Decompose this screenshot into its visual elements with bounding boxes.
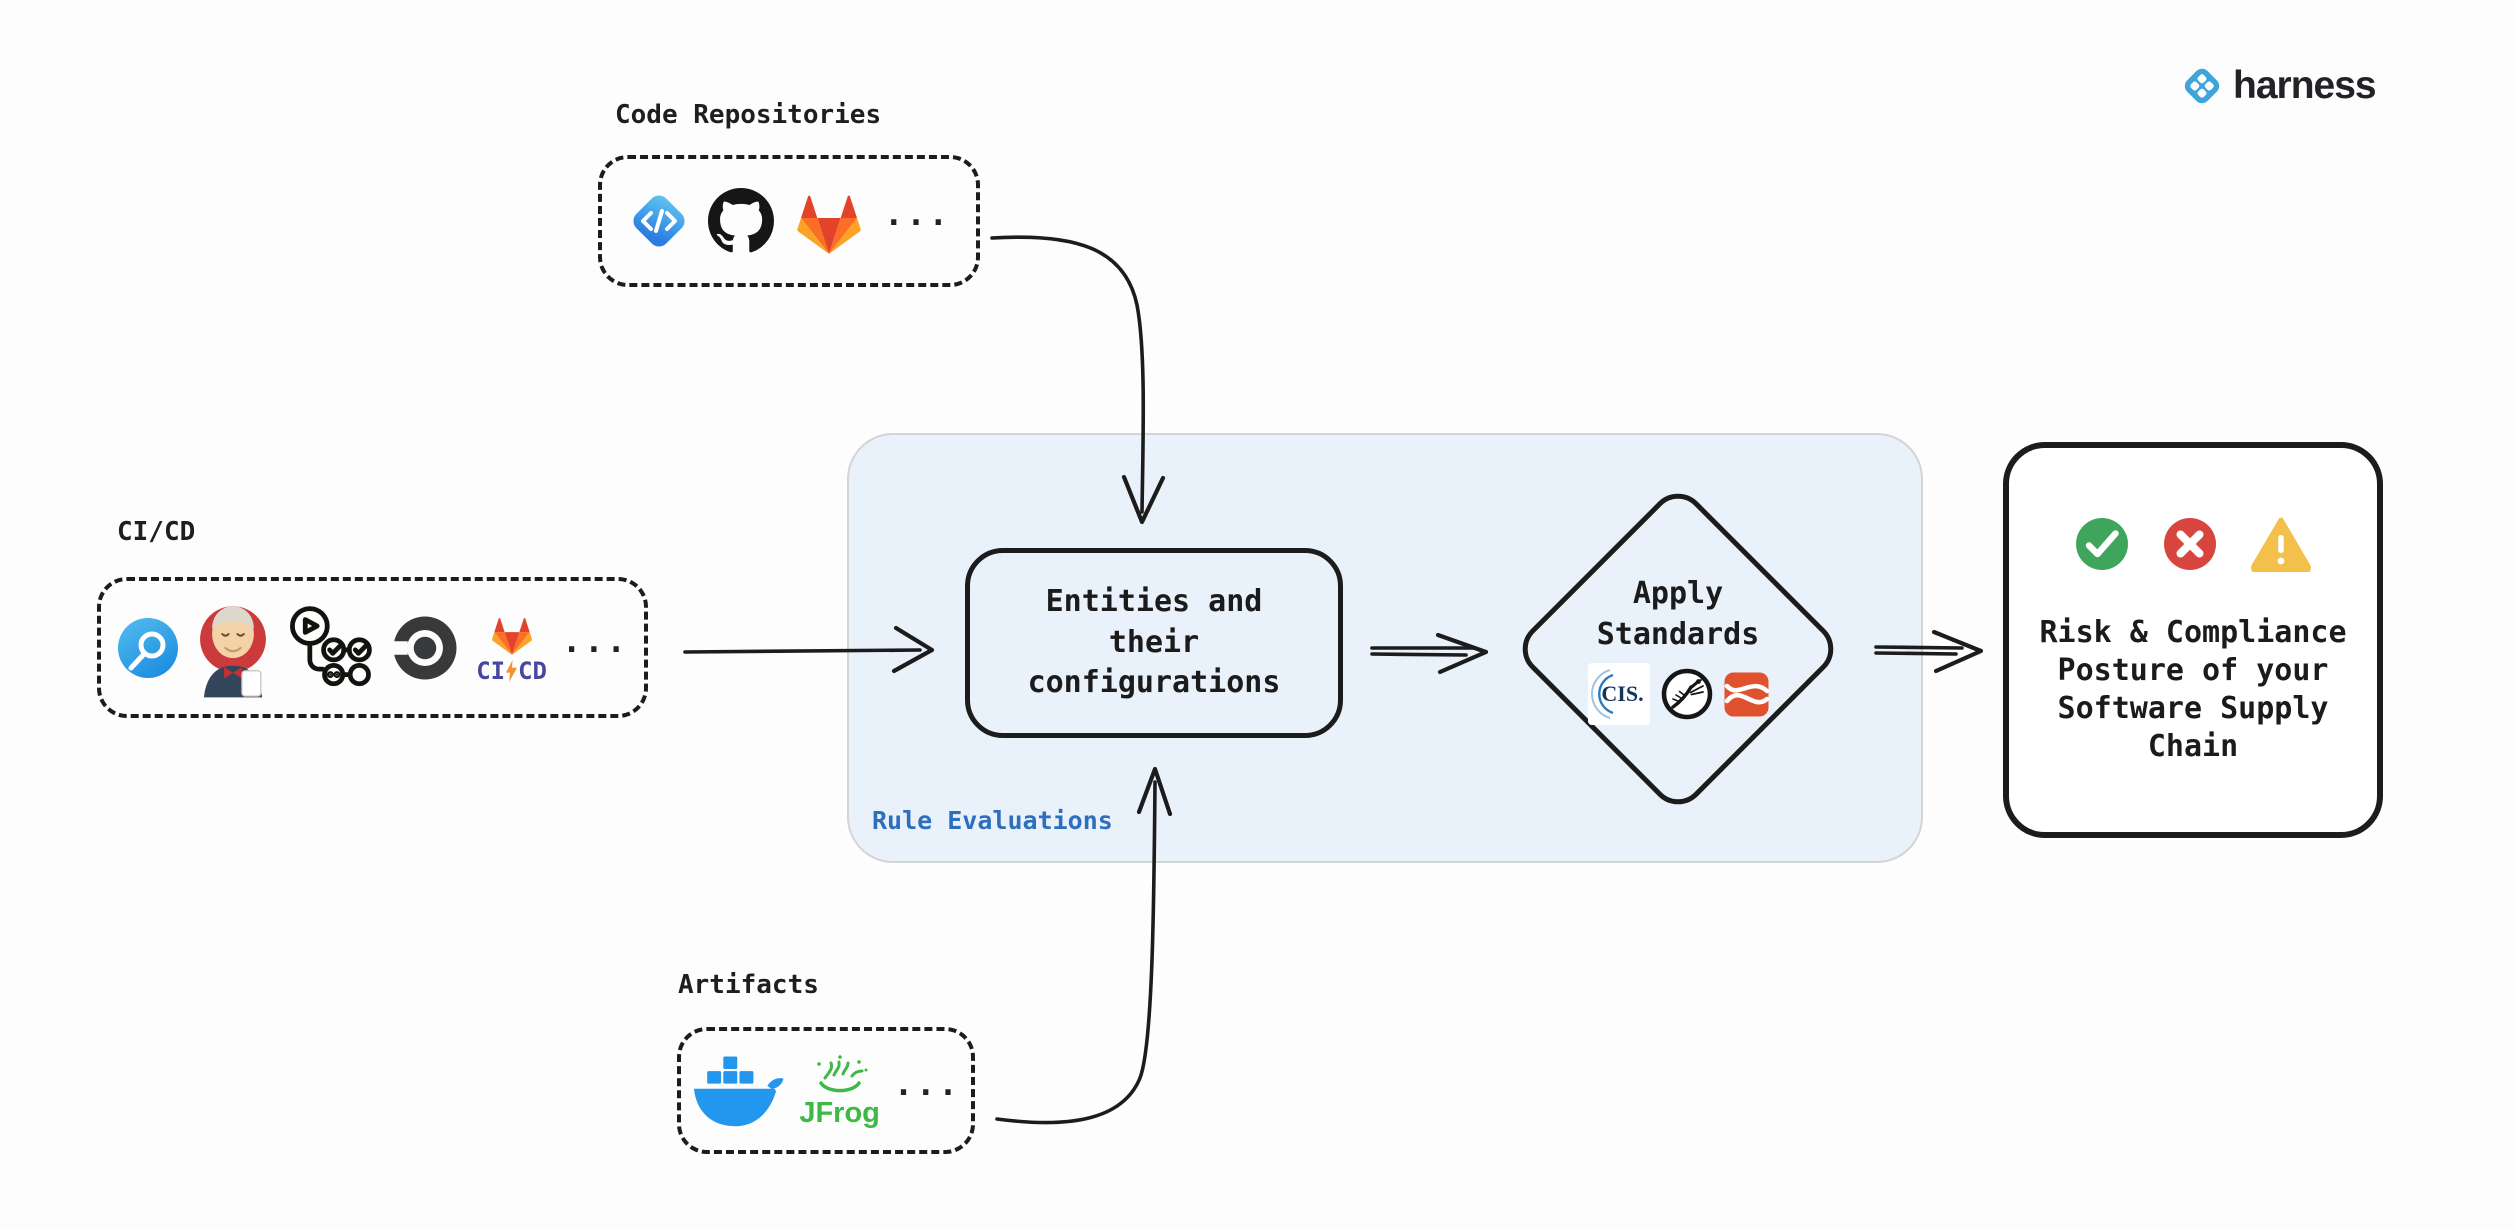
harness-wordmark: harness [2233,64,2377,107]
lightning-bolt-icon [506,660,518,682]
entities-text: Entities and their configurations [1027,584,1281,701]
check-circle-icon [2074,516,2130,572]
owasp-icon [1660,667,1714,721]
gitlab-cicd-icon: CI CD [476,612,547,683]
gitlab-ci-text: CI [476,657,506,685]
status-icons-row [2074,516,2312,572]
apply-standards-content: Apply Standards CIS. [1543,574,1813,725]
outcome-node: Risk & Compliance Posture of your Softwa… [2003,442,2383,838]
ellipsis: ... [884,195,951,233]
apply-standards-text: Apply Standards [1596,576,1760,652]
entities-node: Entities and their configurations [965,548,1343,738]
ellipsis: ... [562,621,629,660]
code-repositories-box: ... [598,155,980,287]
github-icon [708,188,775,254]
x-circle-icon [2162,516,2218,572]
outcome-text: Risk & Compliance Posture of your Softwa… [2039,615,2347,765]
github-actions-icon [286,604,374,692]
cis-logo: CIS. [1587,663,1650,725]
circleci-icon [389,612,461,684]
harness-ci-icon [116,616,180,680]
cicd-box: CI CD ... [97,577,648,718]
gitlab-icon [791,186,867,256]
warning-triangle-icon [2250,516,2312,572]
artifacts-label: Artifacts [678,970,819,1000]
harness-logo: harness [2178,62,2377,110]
cis-text: CIS. [1601,681,1644,706]
jfrog-icon: JFrog [799,1053,880,1128]
gitlab-cd-text: CD [518,657,547,685]
rule-evaluations-label: Rule Evaluations [872,806,1113,835]
artifacts-box: JFrog ... [677,1027,975,1154]
docker-icon [691,1052,785,1130]
harness-diamond-icon [2178,62,2226,110]
jenkins-icon [195,597,271,699]
cicd-label: CI/CD [117,517,196,547]
jfrog-label: JFrog [799,1097,880,1129]
ribbon-logo [1724,672,1769,717]
harness-code-icon [627,189,691,253]
code-repositories-label: Code Repositories [615,100,882,130]
ellipsis: ... [893,1064,961,1103]
